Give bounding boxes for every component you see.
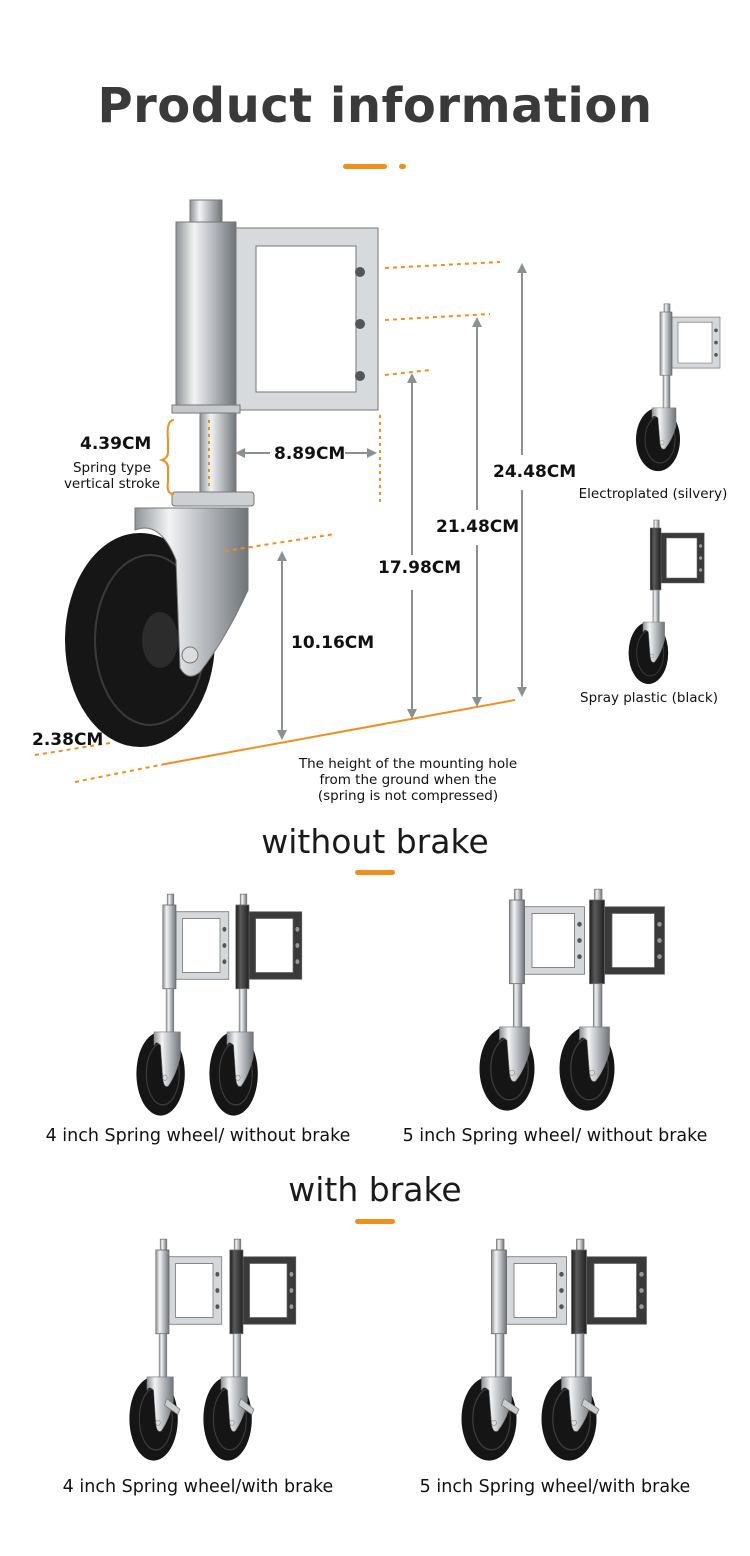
caster-5in-silver-no-brake xyxy=(479,888,585,1111)
title-underline xyxy=(343,164,387,169)
stroke-dimension: 4.39CM xyxy=(80,434,152,454)
dimension-lines xyxy=(34,261,527,783)
finish-label-silver: Electroplated (silvery) xyxy=(578,486,728,502)
finish-sample-black xyxy=(628,519,705,684)
width-dimension: 8.89CM xyxy=(274,444,346,464)
wheel-width-dimension: 2.38CM xyxy=(32,730,104,750)
caster-5in-black-no-brake xyxy=(559,888,665,1111)
finish-sample-silver xyxy=(636,303,721,472)
section-heading-with-brake: with brake xyxy=(288,1170,462,1209)
section-underline xyxy=(355,1219,395,1224)
mounting-height-note: The height of the mounting hole from the… xyxy=(283,756,533,804)
finish-label-black: Spray plastic (black) xyxy=(580,690,718,706)
hole-high-dimension: 24.48CM xyxy=(493,462,577,482)
brake-lever-icon xyxy=(164,1397,181,1416)
title-underline-dot xyxy=(399,164,406,169)
section-underline xyxy=(355,870,395,875)
caption-4in-no-brake: 4 inch Spring wheel/ without brake xyxy=(45,1126,351,1146)
stroke-label-line: Spring type xyxy=(72,460,151,476)
section-heading-without-brake: without brake xyxy=(261,822,489,861)
caster-4in-silver-no-brake xyxy=(136,893,230,1116)
stroke-label-line: vertical stroke xyxy=(63,476,161,492)
caster-4in-black-brake xyxy=(203,1238,297,1461)
caster-4in-silver-brake xyxy=(129,1238,223,1461)
caster-4in-black-no-brake xyxy=(209,893,303,1116)
stroke-label: Spring type vertical stroke xyxy=(56,460,168,492)
main-caster-image xyxy=(65,199,379,747)
caption-5in-brake: 5 inch Spring wheel/with brake xyxy=(419,1477,691,1497)
hole-mid-dimension: 21.48CM xyxy=(436,517,520,537)
caption-5in-no-brake: 5 inch Spring wheel/ without brake xyxy=(402,1126,708,1146)
brake-lever-icon xyxy=(581,1397,600,1416)
caster-5in-silver-brake xyxy=(461,1238,567,1461)
note-line: (spring is not compressed) xyxy=(317,788,499,804)
caster-5in-black-brake xyxy=(541,1238,647,1461)
brake-lever-icon xyxy=(238,1397,255,1416)
wheel-height-dimension: 10.16CM xyxy=(291,633,375,653)
page-title: Product information xyxy=(97,78,653,134)
brake-lever-icon xyxy=(501,1397,520,1416)
note-line: from the ground when the xyxy=(319,772,497,788)
hole-low-dimension: 17.98CM xyxy=(378,558,462,578)
caption-4in-brake: 4 inch Spring wheel/with brake xyxy=(62,1477,334,1497)
note-line: The height of the mounting hole xyxy=(298,756,518,772)
